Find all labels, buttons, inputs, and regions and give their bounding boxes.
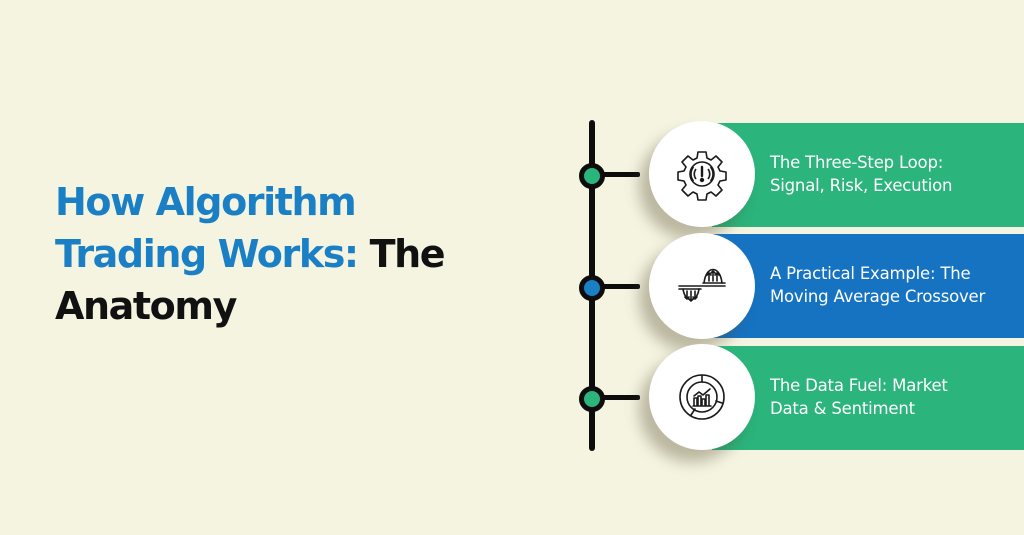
- timeline-connector-2: [600, 284, 640, 289]
- card-2-text: A Practical Example: The Moving Average …: [770, 264, 986, 306]
- title-line-1: How Algorithm: [55, 180, 357, 224]
- icon-circle-2: [649, 233, 755, 339]
- timeline-card-2: A Practical Example: The Moving Average …: [712, 234, 1024, 338]
- gear-alert-icon: [677, 151, 727, 201]
- timeline-card-1: The Three-Step Loop: Signal, Risk, Execu…: [712, 123, 1024, 227]
- timeline-connector-3: [600, 395, 640, 400]
- timeline-connector-1: [600, 172, 640, 177]
- title-line-3: Anatomy: [55, 284, 237, 328]
- card-1-text: The Three-Step Loop: Signal, Risk, Execu…: [770, 153, 953, 195]
- page-title: How Algorithm Trading Works: The Anatomy: [55, 176, 515, 332]
- donut-bar-chart-icon: [679, 374, 725, 420]
- card-3-text: The Data Fuel: Market Data & Sentiment: [770, 376, 948, 418]
- wave-crossover-icon: [678, 268, 726, 302]
- icon-circle-1: [649, 121, 755, 227]
- timeline-card-3: The Data Fuel: Market Data & Sentiment: [712, 346, 1024, 450]
- icon-circle-3: [649, 344, 755, 450]
- title-line-2: Trading Works: The: [55, 232, 446, 276]
